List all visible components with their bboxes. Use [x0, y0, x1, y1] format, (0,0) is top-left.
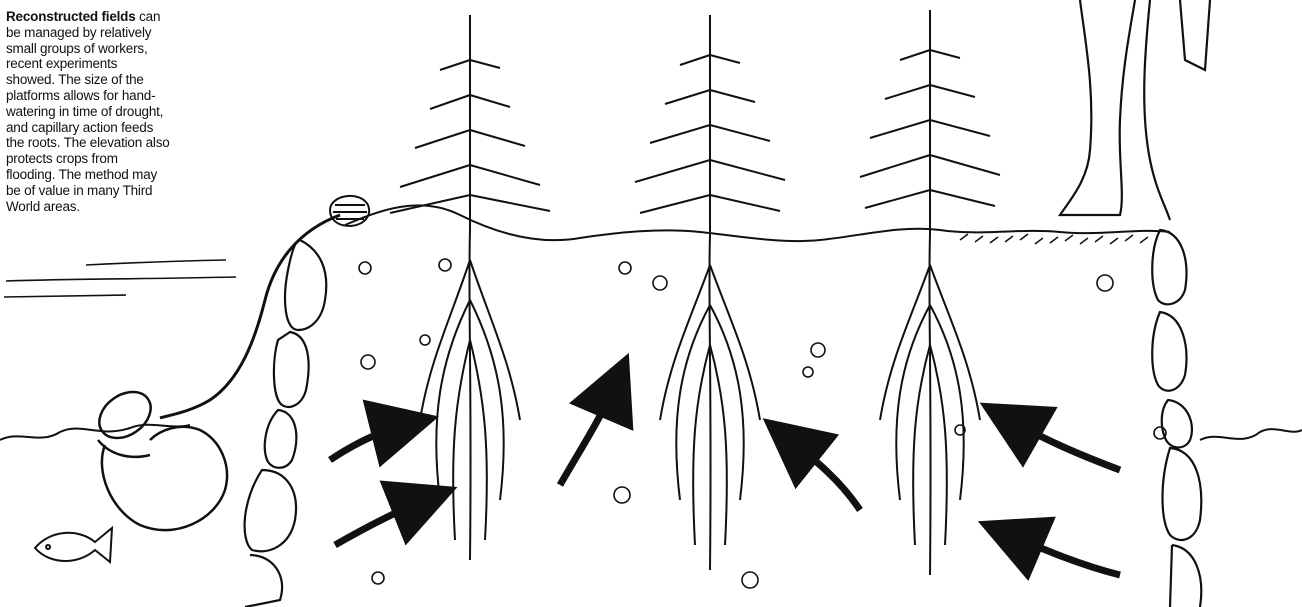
soil-hatching	[960, 234, 1148, 244]
caption-line: the roots. The elevation also	[6, 135, 234, 151]
plant-middle	[635, 15, 785, 570]
rope	[160, 215, 340, 418]
caption-underlined: The method may	[59, 167, 158, 182]
caption-line: be managed by relatively	[6, 25, 234, 41]
fish-icon	[35, 528, 112, 562]
caption-line: recent experiments	[6, 56, 234, 72]
caption-line: can	[139, 9, 160, 24]
caption-lead: Reconstructed fields	[6, 9, 136, 24]
caption-line: and capillary action feeds	[6, 120, 234, 136]
caption-line: watering in time of drought,	[6, 104, 234, 120]
stone-wall-right	[1152, 230, 1201, 607]
caption-line: protects crops from	[6, 151, 234, 167]
rope-coil	[330, 196, 369, 226]
caption-line: be of value in many Third	[6, 183, 234, 199]
capillary-arrows	[330, 385, 1120, 575]
caption-line: showed. The size of the	[6, 72, 234, 88]
plant-right	[860, 10, 1000, 575]
caption-line: flooding.	[6, 167, 55, 182]
plant-left	[390, 15, 550, 560]
caption-line: platforms allows for hand-	[6, 88, 234, 104]
soil-surface	[345, 205, 1170, 241]
caption-line: World areas.	[6, 199, 234, 215]
caption-line: small groups of workers,	[6, 41, 234, 57]
handwritten-underline	[86, 257, 316, 307]
person-legs	[1060, 0, 1210, 220]
water-surface-right	[1200, 429, 1302, 440]
illustration-caption: Reconstructed fields can be managed by r…	[6, 9, 234, 214]
clay-pot-icon	[91, 383, 227, 531]
pebbles	[359, 259, 1166, 588]
